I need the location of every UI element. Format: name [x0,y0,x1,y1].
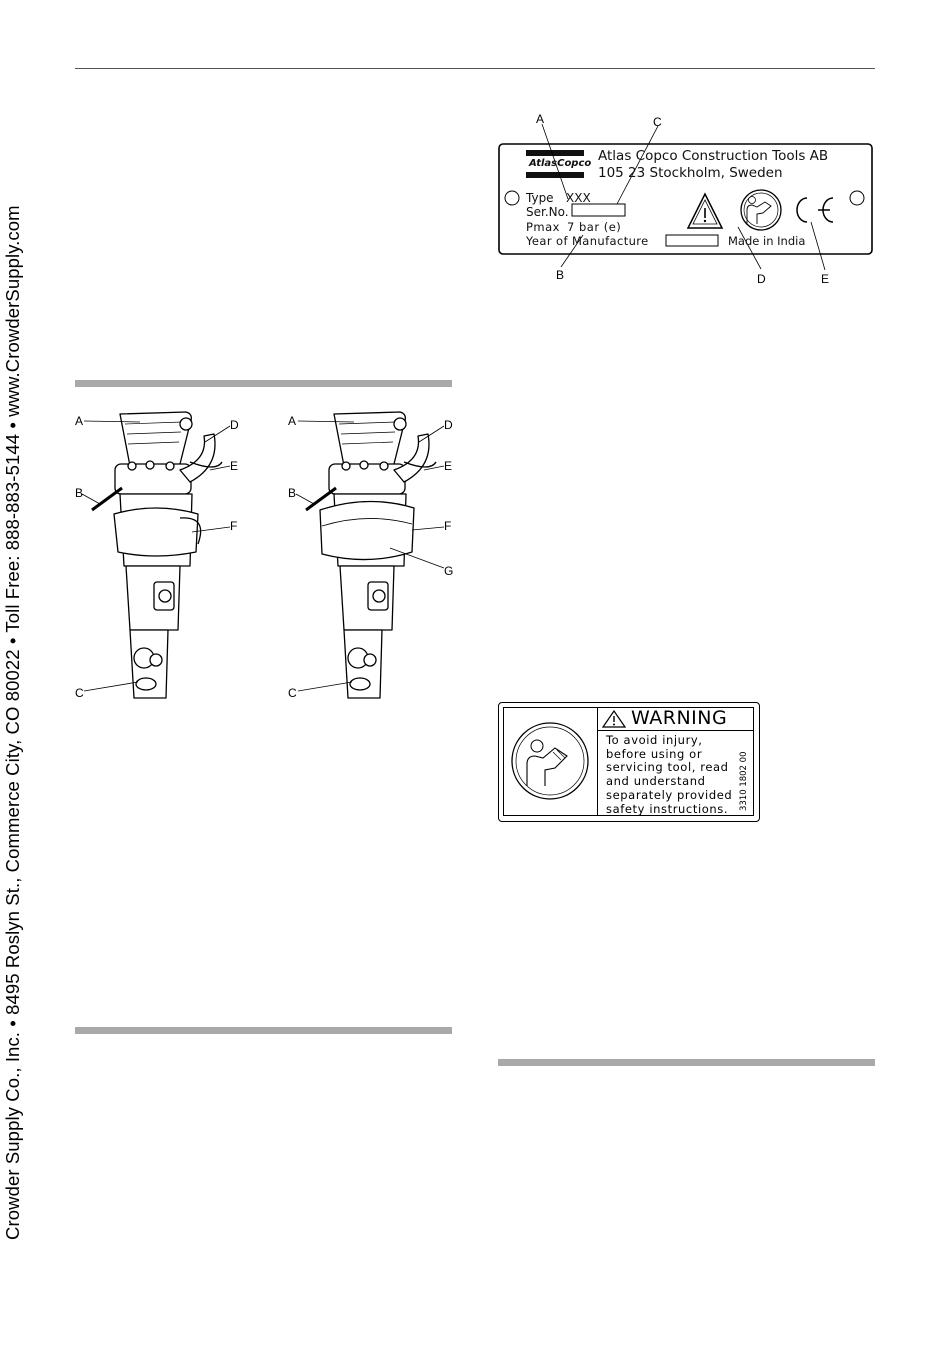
top-rule [75,68,875,69]
section-divider [498,1059,875,1066]
warning-text-block: To avoid injury, before using or servici… [606,733,733,816]
plate-pmax-label: Pmax [526,220,560,234]
warning-label-divider [597,707,598,816]
plate-callout-b: B [556,268,565,282]
tool-left-callout-e: E [230,459,239,473]
plate-callout-a: A [536,112,545,126]
tool-right-callout-f: F [444,519,452,533]
section-divider [75,1027,452,1034]
plate-type-label: Type [526,191,554,205]
tool-left-callout-a: A [75,414,84,428]
plate-company: Atlas Copco Construction Tools AB [598,148,829,164]
warning-label-inner-frame [503,707,754,816]
warning-triangle-icon [602,710,626,728]
warning-line: before using or [606,746,703,761]
section-divider [75,380,452,387]
plate-address: 105 23 Stockholm, Sweden [598,165,783,181]
sidebar-contact-text: Crowder Supply Co., Inc. • 8495 Roslyn S… [2,205,23,1240]
warning-line: To avoid injury, [606,733,703,747]
warning-title-rule [597,730,754,731]
breaker-drawings [81,411,445,699]
rating-plate-figure: A C B D E AtlasCopco Atlas Copco Constru… [495,112,885,287]
plate-serial-label: Ser.No. [526,205,569,219]
breaker-figures: A B C D E F A B C D E F G [70,400,460,710]
tool-right-callout-a: A [288,414,297,428]
tool-right-callout-c: C [288,686,297,700]
plate-type-value: XXX [566,191,591,205]
tool-right-callout-e: E [444,459,453,473]
warning-title: WARNING [631,707,728,729]
tool-right-callout-b: B [288,486,297,500]
warning-label: WARNING To avoid injury, before using or… [498,702,760,822]
plate-pmax-value: 7 bar (e) [567,220,622,234]
tool-left-callout-d: D [230,418,239,432]
rating-plate-drawing [498,123,873,271]
plate-callout-c: C [653,115,662,129]
plate-year-label: Year of Manufacture [526,234,649,248]
read-manual-icon [511,722,589,800]
warning-line: separately provided [606,787,733,802]
atlas-copco-logo: AtlasCopco [529,158,592,169]
warning-line: and understand [606,774,706,789]
tool-right-callout-d: D [444,418,453,432]
tool-left-callout-c: C [75,686,84,700]
tool-left-callout-b: B [75,486,84,500]
warning-line: safety instructions. [606,801,729,816]
plate-callout-d: D [757,272,766,286]
tool-right-callout-g: G [444,564,454,578]
warning-part-number: 3310 1802 00 [739,751,749,811]
plate-made-in: Made in India [728,234,806,248]
warning-line: servicing tool, read [606,760,729,775]
tool-left-callout-f: F [230,519,238,533]
plate-callout-e: E [821,272,830,286]
